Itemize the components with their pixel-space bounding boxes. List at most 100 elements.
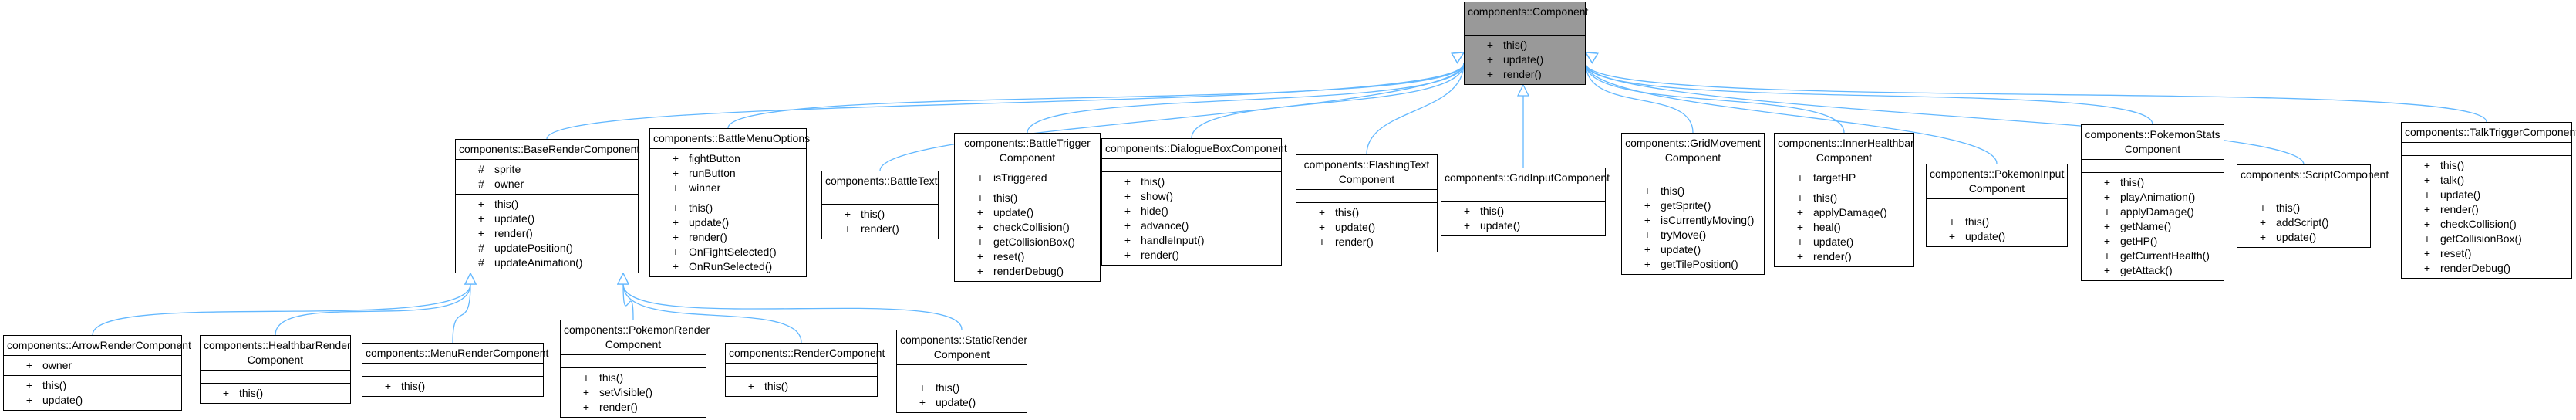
spacer [2402, 202, 2414, 217]
visibility-marker: + [582, 386, 590, 398]
spacer [2082, 263, 2094, 278]
method-name: this() [1335, 206, 1360, 218]
method-name: getCollisionBox() [993, 235, 1075, 248]
inheritance-edge [622, 283, 802, 344]
method-name: render() [599, 401, 638, 413]
class-box-menurender[interactable]: components::MenuRenderComponent+this() [362, 343, 548, 397]
visibility-marker: + [1948, 215, 1956, 228]
spacer [1102, 233, 1114, 248]
spacer [1441, 204, 1454, 218]
class-box-battletext[interactable]: components::BattleText+this()+render() [821, 171, 939, 239]
spacer [1622, 198, 1634, 213]
method-name: update() [1480, 219, 1521, 232]
spacer [1465, 38, 1477, 52]
class-box-baserender[interactable]: components::BaseRenderComponent#sprite#o… [455, 139, 639, 273]
visibility-marker: # [478, 178, 484, 190]
method-row: +update() [650, 215, 806, 230]
spacer [4, 358, 16, 373]
inheritance-edge [1027, 63, 1465, 134]
attribute-row: +runButton [650, 166, 806, 181]
spacer [955, 235, 967, 249]
method-name: getCollisionBox() [2440, 232, 2522, 245]
spacer [1775, 235, 1787, 249]
method-row: +render() [1775, 249, 1913, 264]
class-box-dialoguebox[interactable]: components::DialogueBoxComponent+this()+… [1101, 138, 1287, 266]
spacer [2402, 246, 2414, 261]
visibility-marker: + [1796, 206, 1804, 218]
class-name: components::ArrowRenderComponent [4, 336, 191, 356]
method-row: +update() [1465, 52, 1585, 67]
class-name-line: Component [247, 354, 304, 366]
spacer [456, 177, 468, 191]
method-row: +update() [955, 205, 1100, 220]
method-row: +this() [1622, 184, 1764, 198]
attribute-section [2402, 143, 2571, 155]
attribute-section [561, 355, 706, 368]
method-section: +this()+update() [897, 378, 1027, 412]
method-row: +update() [2402, 188, 2571, 202]
method-name: getCurrentHealth() [2120, 249, 2210, 262]
spacer [1622, 242, 1634, 257]
method-row: +update() [1296, 220, 1437, 235]
spacer [1775, 191, 1787, 205]
class-box-arrowrender[interactable]: components::ArrowRenderComponent+owner+t… [3, 335, 191, 411]
class-name: components::RenderComponent [726, 344, 885, 364]
class-name-line: components::InnerHealthbar [1778, 137, 1914, 149]
class-box-renderc[interactable]: components::RenderComponent+this() [725, 343, 885, 397]
method-name: talk() [2440, 174, 2465, 186]
method-section: +this()+render() [822, 204, 938, 239]
class-name-line: components::HealthbarRender [204, 339, 351, 351]
inheritance-edge [1191, 63, 1465, 139]
visibility-marker: + [976, 265, 984, 277]
method-name: this() [1503, 39, 1528, 51]
method-section: +this()+update()+render() [1465, 35, 1585, 84]
method-row: +show() [1102, 189, 1281, 204]
inheritance-edge [1366, 63, 1465, 155]
attribute-row: +owner [4, 358, 181, 373]
visibility-marker: + [1318, 235, 1326, 248]
method-section: +this()+update()+render()+OnFightSelecte… [650, 198, 806, 276]
attribute-name: runButton [689, 167, 736, 179]
visibility-marker: + [1463, 219, 1471, 232]
class-box-gridinput[interactable]: components::GridInputComponent+this()+up… [1441, 168, 1610, 236]
method-section: +this()+addScript()+update() [2237, 198, 2370, 247]
class-box-component[interactable]: components::Component+this()+update()+re… [1464, 2, 1588, 85]
visibility-marker: + [477, 212, 485, 225]
inheritance-edge [1585, 63, 2487, 123]
attribute-section: #sprite#owner [456, 160, 638, 194]
visibility-marker: + [1644, 199, 1651, 212]
spacer [726, 379, 738, 394]
visibility-marker: + [1644, 243, 1651, 256]
method-name: OnRunSelected() [689, 260, 773, 273]
method-row: +this() [897, 381, 1027, 395]
spacer [650, 259, 663, 274]
class-box-script[interactable]: components::ScriptComponent+this()+addSc… [2237, 164, 2389, 248]
class-box-talktrigger[interactable]: components::TalkTriggerComponent+this()+… [2401, 122, 2576, 279]
spacer [955, 264, 967, 279]
method-section: +this()+update()+render() [1296, 202, 1437, 252]
method-name: update() [1335, 221, 1376, 233]
class-name: components::Component [1465, 2, 1588, 22]
visibility-marker: + [976, 221, 984, 233]
class-box-battlemenu[interactable]: components::BattleMenuOptions+fightButto… [649, 128, 810, 277]
method-row: +advance() [1102, 218, 1281, 233]
attribute-name: owner [42, 359, 72, 371]
visibility-marker: + [2423, 188, 2431, 201]
method-row: +update() [2237, 230, 2370, 245]
visibility-marker: + [1486, 68, 1494, 80]
method-row: +getAttack() [2082, 263, 2224, 278]
method-name: this() [2440, 159, 2465, 171]
visibility-marker: + [672, 181, 679, 194]
method-name: tryMove() [1661, 229, 1707, 241]
